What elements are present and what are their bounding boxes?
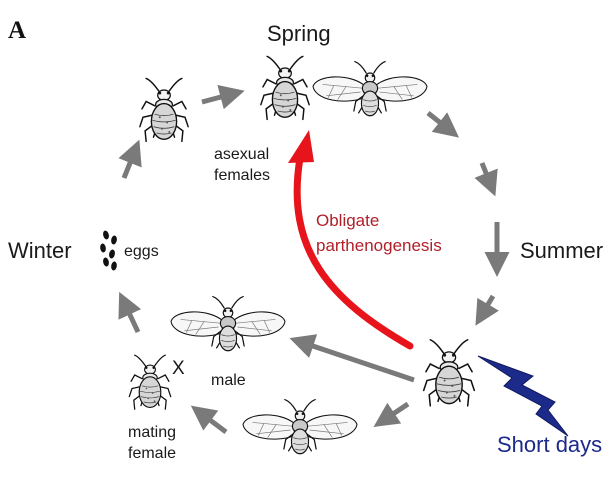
cycle-arrow-winter-to-spring-1	[124, 148, 136, 178]
cycle-arrow-spring-to-summer-2	[482, 163, 492, 188]
asexual-females-label-line2: females	[214, 167, 270, 184]
cycle-arrow-spring-to-summer-1	[428, 113, 452, 132]
wingless-aphid-icon	[129, 355, 170, 409]
wingless-aphid-icon	[140, 78, 188, 141]
cycle-arrow-summer-to-autumn	[480, 296, 493, 318]
lightning-bolt-icon	[478, 356, 568, 436]
asexual-females-label-line1: asexual	[214, 146, 269, 163]
cross-symbol: X	[172, 358, 185, 379]
obligate-label-line1: Obligate	[316, 211, 379, 230]
obligate-label-line2: parthenogenesis	[316, 236, 442, 255]
cycle-arrow-to-sexual-female	[381, 404, 408, 422]
mating-female-label-line2: female	[128, 445, 176, 462]
season-summer-label: Summer	[520, 238, 603, 263]
cycle-arrow-winter-to-spring-2	[202, 93, 236, 102]
cycle-arrow-to-male	[298, 341, 414, 380]
winged-aphid-icon	[313, 62, 427, 116]
panel-label: A	[8, 17, 26, 44]
cycle-arrow-to-eggs	[123, 300, 138, 332]
eggs-label: eggs	[124, 243, 159, 260]
wingless-aphid-icon	[261, 56, 309, 119]
mating-female-label-line1: mating	[128, 424, 176, 441]
winged-aphid-icon	[243, 400, 357, 454]
egg-icon	[100, 230, 118, 271]
season-spring-label: Spring	[267, 21, 331, 46]
short-days-label: Short days	[497, 432, 602, 457]
male-label: male	[211, 372, 246, 389]
winged-aphid-icon	[171, 297, 285, 351]
wingless-aphid-icon	[424, 340, 475, 406]
cycle-arrow-to-mating-female	[198, 411, 226, 432]
season-winter-label: Winter	[8, 238, 72, 263]
